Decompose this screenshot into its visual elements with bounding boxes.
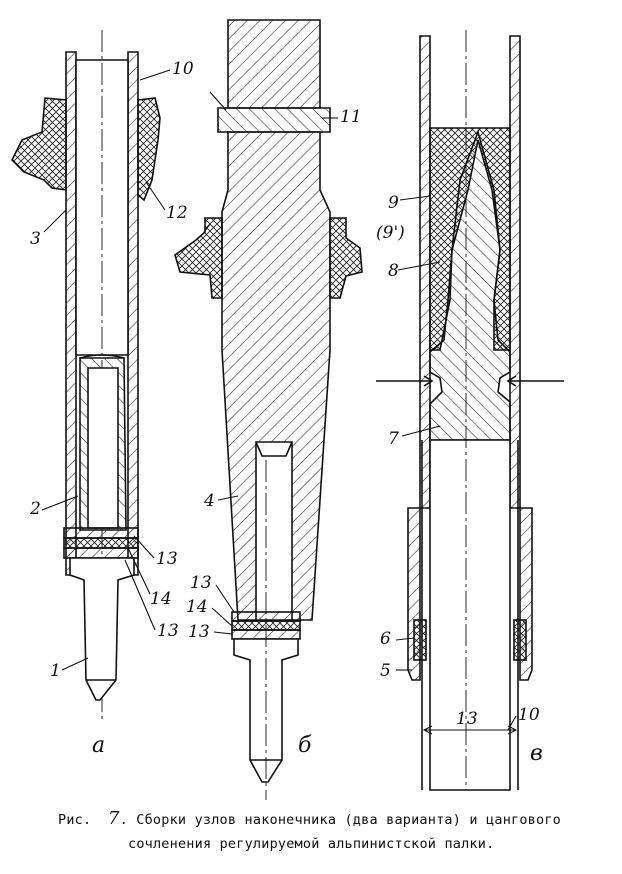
assembly-b: [174, 19, 363, 800]
dimension-13: 13: [456, 709, 478, 729]
arrow-right: [506, 375, 564, 387]
label-5: 5: [380, 661, 391, 681]
tube-wall-right-a: [127, 51, 139, 576]
washer-13-a: [63, 527, 139, 539]
caption-text-1: . Сборки узлов наконечника (два варианта…: [119, 812, 561, 828]
label-13-a1: 13: [156, 549, 178, 569]
collet-8: [429, 129, 511, 441]
assembly-c: [376, 30, 564, 791]
caption-figure-number: 7: [107, 808, 120, 829]
collar-12: [174, 217, 223, 299]
body-4: [221, 131, 331, 621]
subfigure-c: в: [530, 741, 543, 766]
label-13-a2: 13: [157, 621, 179, 641]
label-10-c: 10: [518, 705, 540, 725]
ring-11: [217, 107, 331, 133]
rod-b: [227, 19, 321, 109]
technical-drawing: 10 3 12 2 13 14 13 1 11 4 13 14 13 9 (9'…: [11, 19, 564, 800]
label-13-b2: 13: [188, 622, 210, 642]
label-10-a: 10: [172, 59, 194, 79]
leader-lines: [41, 69, 517, 731]
inner-tube-c: [429, 439, 511, 791]
label-14-b: 14: [186, 597, 208, 617]
label-8: 8: [388, 261, 399, 281]
washer-14-a: [63, 537, 139, 549]
arrow-left: [376, 375, 434, 387]
tube-wall-left-c: [419, 35, 431, 509]
basket-ring-left: [11, 97, 67, 191]
label-12: 12: [166, 203, 188, 223]
label-9: 9: [388, 193, 399, 213]
part-labels: 10 3 12 2 13 14 13 1 11 4 13 14 13 9 (9'…: [29, 59, 543, 766]
label-9-alt: (9'): [376, 223, 405, 243]
label-11: 11: [340, 107, 362, 127]
tip-1-a: [69, 557, 135, 701]
label-13-b1: 13: [190, 573, 212, 593]
tube-wall-right-c: [509, 35, 521, 509]
label-3: 3: [30, 229, 41, 249]
subfigure-b: б: [298, 733, 312, 758]
caption-prefix: Рис.: [58, 812, 92, 828]
caption-line-2: сочленения регулируемой альпинистской па…: [128, 836, 495, 852]
ring-6: [413, 619, 427, 661]
basket-ring-right: [137, 97, 161, 202]
tube-wall-left-a: [65, 51, 77, 576]
label-6: 6: [380, 629, 391, 649]
caption-line-1: Рис. 7. Сборки узлов наконечника (два ва…: [58, 808, 622, 829]
label-2: 2: [29, 499, 41, 519]
label-7: 7: [388, 429, 399, 449]
label-4: 4: [203, 491, 215, 511]
subfigure-a: а: [92, 733, 105, 758]
label-1: 1: [50, 661, 61, 681]
assembly-a: [11, 30, 161, 720]
label-14-a: 14: [150, 589, 172, 609]
